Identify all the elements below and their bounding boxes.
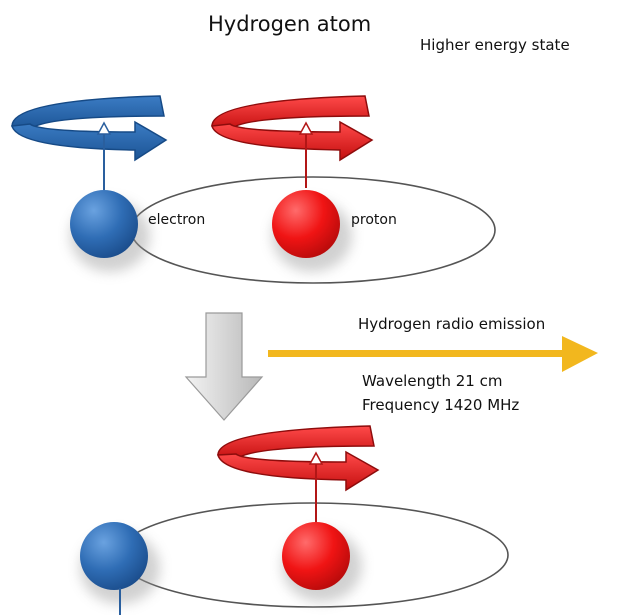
electron-axis-arrowhead-icon bbox=[96, 121, 112, 135]
proton-axis-arrowhead-icon-lower bbox=[308, 451, 324, 465]
electron-sphere-lower bbox=[80, 522, 148, 590]
emission-label: Hydrogen radio emission bbox=[358, 315, 546, 333]
proton-axis-arrowhead-icon-upper bbox=[298, 121, 314, 135]
energy-state-label: Higher energy state bbox=[420, 36, 570, 54]
electron-label: electron bbox=[148, 212, 206, 228]
electron-sphere bbox=[70, 190, 138, 258]
wavelength-label: Wavelength 21 cm bbox=[362, 372, 503, 390]
proton-sphere bbox=[272, 190, 340, 258]
emission-arrow-icon bbox=[268, 336, 598, 372]
electron-spin-arrow-icon bbox=[11, 95, 168, 162]
proton-spin-arrow-icon-upper bbox=[211, 95, 374, 162]
frequency-label: Frequency 1420 MHz bbox=[362, 396, 520, 414]
proton-label: proton bbox=[351, 212, 397, 228]
proton-sphere-lower bbox=[282, 522, 350, 590]
proton-spin-arrow-icon-lower bbox=[217, 425, 380, 492]
transition-down-arrow-icon bbox=[184, 312, 264, 421]
diagram-title: Hydrogen atom bbox=[208, 12, 372, 36]
